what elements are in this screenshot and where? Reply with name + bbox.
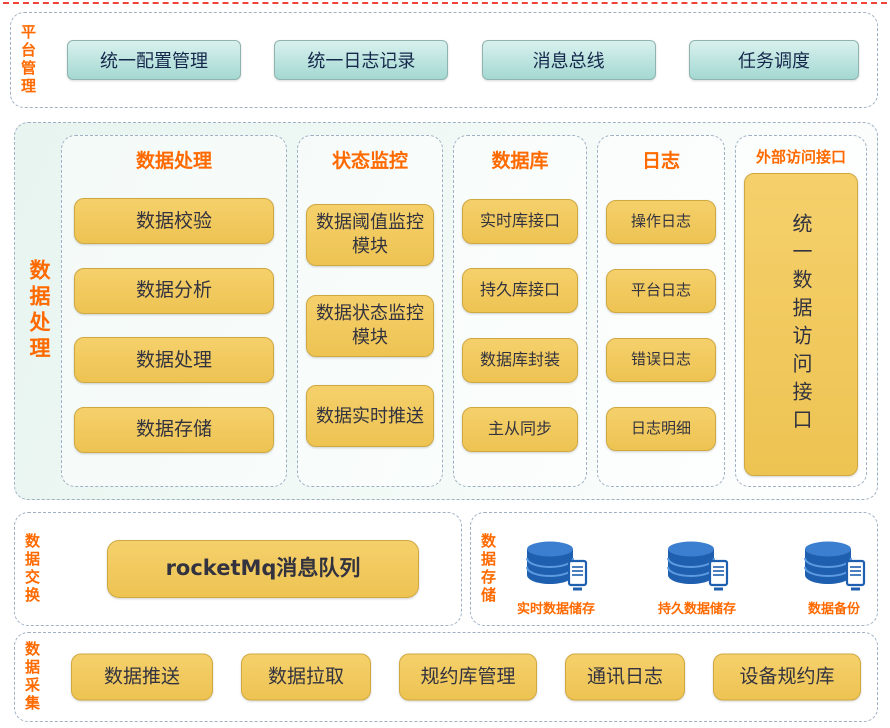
data-realtime-push-box: 数据实时推送 [306, 385, 434, 448]
platform-items-row: 统一配置管理 统一日志记录 消息总线 任务调度 [67, 40, 859, 80]
group-items: 操作日志 平台日志 错误日志 日志明细 [606, 175, 716, 476]
data-analysis-box: 数据分析 [74, 267, 274, 314]
data-storage-box: 数据存储 [74, 406, 274, 453]
group-items: 实时库接口 持久库接口 数据库封装 主从同步 [462, 175, 578, 476]
processing-groups-row: 数据处理 数据校验 数据分析 数据处理 数据存储 状态监控 数据阈值监控模块 数… [61, 135, 867, 487]
data-backup-item: 数据备份 [799, 540, 869, 617]
data-processing-group: 数据处理 数据校验 数据分析 数据处理 数据存储 [61, 135, 287, 487]
unified-data-access-text: 统一数据访问接口 [789, 212, 813, 437]
task-scheduler-box: 任务调度 [688, 40, 859, 80]
external-access-group: 外部访问接口 统一数据访问接口 [735, 135, 867, 487]
realtime-data-storage-item: 实时数据储存 [517, 540, 595, 617]
db-wrapper-box: 数据库封装 [462, 337, 578, 383]
error-log-box: 错误日志 [606, 338, 716, 382]
message-bus-box: 消息总线 [481, 40, 656, 80]
platform-management-panel: 平台管理 统一配置管理 统一日志记录 消息总线 任务调度 [10, 12, 878, 108]
data-storage-label: 数据存储 [479, 533, 497, 605]
platform-management-label: 平台管理 [19, 24, 37, 96]
rocketmq-queue-box: rocketMq消息队列 [107, 540, 419, 598]
data-collection-panel: 数据采集 数据推送 数据拉取 规约库管理 通讯日志 设备规约库 [14, 632, 878, 722]
comm-log-box: 通讯日志 [565, 653, 685, 701]
data-pull-box: 数据拉取 [241, 653, 371, 701]
database-icon [662, 540, 732, 596]
database-icon [521, 540, 591, 596]
unified-logging-box: 统一日志记录 [274, 40, 449, 80]
master-slave-sync-box: 主从同步 [462, 406, 578, 452]
data-processing-label: 数据处理 [27, 259, 51, 363]
group-title: 数据库 [491, 150, 549, 172]
unified-data-access-box: 统一数据访问接口 [744, 173, 858, 476]
group-title: 数据处理 [135, 150, 212, 172]
group-items: 数据校验 数据分析 数据处理 数据存储 [70, 175, 278, 476]
log-group: 日志 操作日志 平台日志 错误日志 日志明细 [597, 135, 725, 487]
group-title: 状态监控 [331, 150, 408, 172]
data-threshold-monitor-box: 数据阈值监控模块 [306, 203, 434, 266]
storage-items-row: 实时数据储存 持久数据储存 [517, 523, 869, 617]
database-group: 数据库 实时库接口 持久库接口 数据库封装 主从同步 [453, 135, 587, 487]
realtime-db-api-box: 实时库接口 [462, 199, 578, 245]
status-monitoring-group: 状态监控 数据阈值监控模块 数据状态监控模块 数据实时推送 [297, 135, 443, 487]
data-status-monitor-box: 数据状态监控模块 [306, 294, 434, 357]
data-validation-box: 数据校验 [74, 198, 274, 245]
data-backup-label: 数据备份 [807, 602, 860, 617]
persistent-data-storage-item: 持久数据储存 [658, 540, 736, 617]
realtime-data-storage-label: 实时数据储存 [517, 602, 596, 617]
group-title: 外部访问接口 [755, 148, 846, 166]
top-red-dashed-rule [3, 2, 887, 4]
group-items: 数据阈值监控模块 数据状态监控模块 数据实时推送 [306, 175, 434, 476]
protocol-lib-management-box: 规约库管理 [399, 653, 537, 701]
group-title: 日志 [641, 150, 680, 172]
data-storage-panel: 数据存储 实时数据储存 [470, 512, 878, 626]
unified-config-management-box: 统一配置管理 [67, 40, 241, 80]
data-exchange-panel: 数据交换 rocketMq消息队列 [14, 512, 462, 626]
data-push-box: 数据推送 [71, 653, 213, 701]
data-collection-label: 数据采集 [23, 641, 41, 713]
device-protocol-lib-box: 设备规约库 [713, 653, 861, 701]
operation-log-box: 操作日志 [606, 200, 716, 244]
data-processing-panel: 数据处理 数据处理 数据校验 数据分析 数据处理 数据存储 状态监控 数据阈值监… [14, 122, 878, 500]
data-processing-box: 数据处理 [74, 337, 274, 384]
collection-items-row: 数据推送 数据拉取 规约库管理 通讯日志 设备规约库 [71, 653, 861, 701]
data-exchange-label: 数据交换 [23, 533, 41, 605]
database-icon [799, 540, 869, 596]
persistent-data-storage-label: 持久数据储存 [658, 602, 737, 617]
log-detail-box: 日志明细 [606, 407, 716, 451]
persistent-db-api-box: 持久库接口 [462, 268, 578, 314]
platform-log-box: 平台日志 [606, 269, 716, 313]
